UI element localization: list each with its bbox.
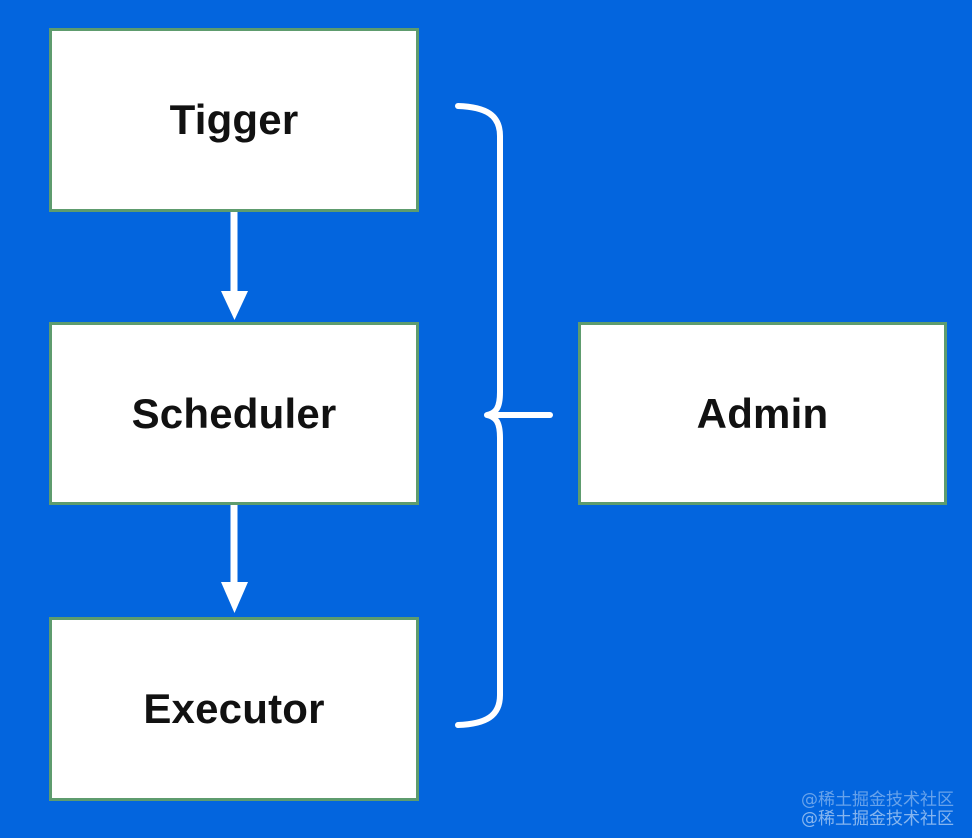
node-trigger-label: Tigger (169, 96, 299, 143)
watermark-line-2: @稀土掘金技术社区 (801, 808, 954, 829)
node-executor[interactable]: Executor (49, 617, 419, 801)
watermark-line-1: @稀土掘金技术社区 (801, 789, 954, 810)
node-admin-label: Admin (696, 389, 829, 437)
node-scheduler[interactable]: Scheduler (49, 322, 419, 505)
node-admin[interactable]: Admin (578, 322, 947, 505)
watermark: @稀土掘金技术社区 @稀土掘金技术社区 (801, 790, 954, 831)
node-trigger[interactable]: Tigger (49, 28, 419, 212)
node-executor-label: Executor (143, 685, 325, 732)
arrow-scheduler-to-executor (221, 505, 248, 613)
arrow-trigger-to-scheduler (221, 211, 248, 320)
curly-brace-icon (455, 103, 553, 728)
node-scheduler-label: Scheduler (131, 389, 337, 437)
